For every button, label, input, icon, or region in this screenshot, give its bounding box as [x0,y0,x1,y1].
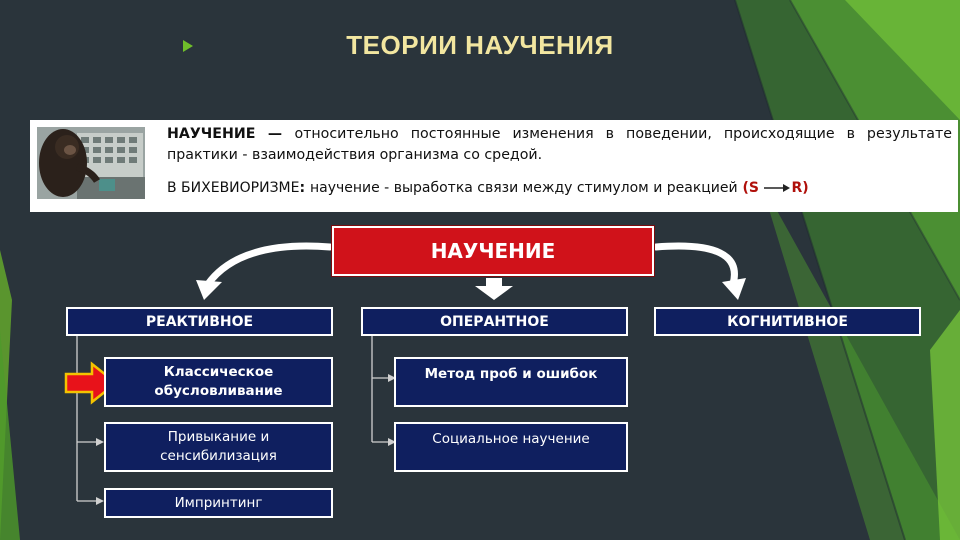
definition-text: НАУЧЕНИЕ — относительно постоянные измен… [167,124,952,166]
definition-body: относительно постоянные изменения в пове… [167,126,952,163]
behaviorism-body: научение - выработка связи между стимуло… [309,180,738,196]
monkey-photo [37,127,145,199]
category-reactive: РЕАКТИВНОЕ [66,307,333,336]
item-classical-conditioning: Классическое обусловливание [104,357,333,407]
left-curved-arrow [204,242,334,288]
title-bullet-icon [183,40,193,52]
learning-main-box: НАУЧЕНИЕ [332,226,654,276]
item-social-learning: Социальное научение [394,422,628,472]
behaviorism-colon: : [299,180,310,196]
stimulus-label: (S [737,180,759,196]
behaviorism-text: В БИХЕВИОРИЗМЕ: научение - выработка свя… [167,180,957,196]
down-block-arrow [475,278,513,300]
category-operant: ОПЕРАНТНОЕ [361,307,628,336]
response-label: R) [791,180,809,196]
definition-dash: — [255,126,295,142]
definition-panel [30,120,958,212]
right-curved-arrow [652,242,738,288]
category-cognitive: КОГНИТИВНОЕ [654,307,921,336]
item-trial-and-error: Метод проб и ошибок [394,357,628,407]
item-habituation-sensitization: Привыкание и сенсибилизация [104,422,333,472]
page-title: ТЕОРИИ НАУЧЕНИЯ [346,30,614,60]
behaviorism-lead: В БИХЕВИОРИЗМЕ [167,180,300,196]
item-imprinting: Импринтинг [104,488,333,518]
stimulus-response-arrow-icon [763,183,791,193]
definition-term: НАУЧЕНИЕ [167,126,256,142]
